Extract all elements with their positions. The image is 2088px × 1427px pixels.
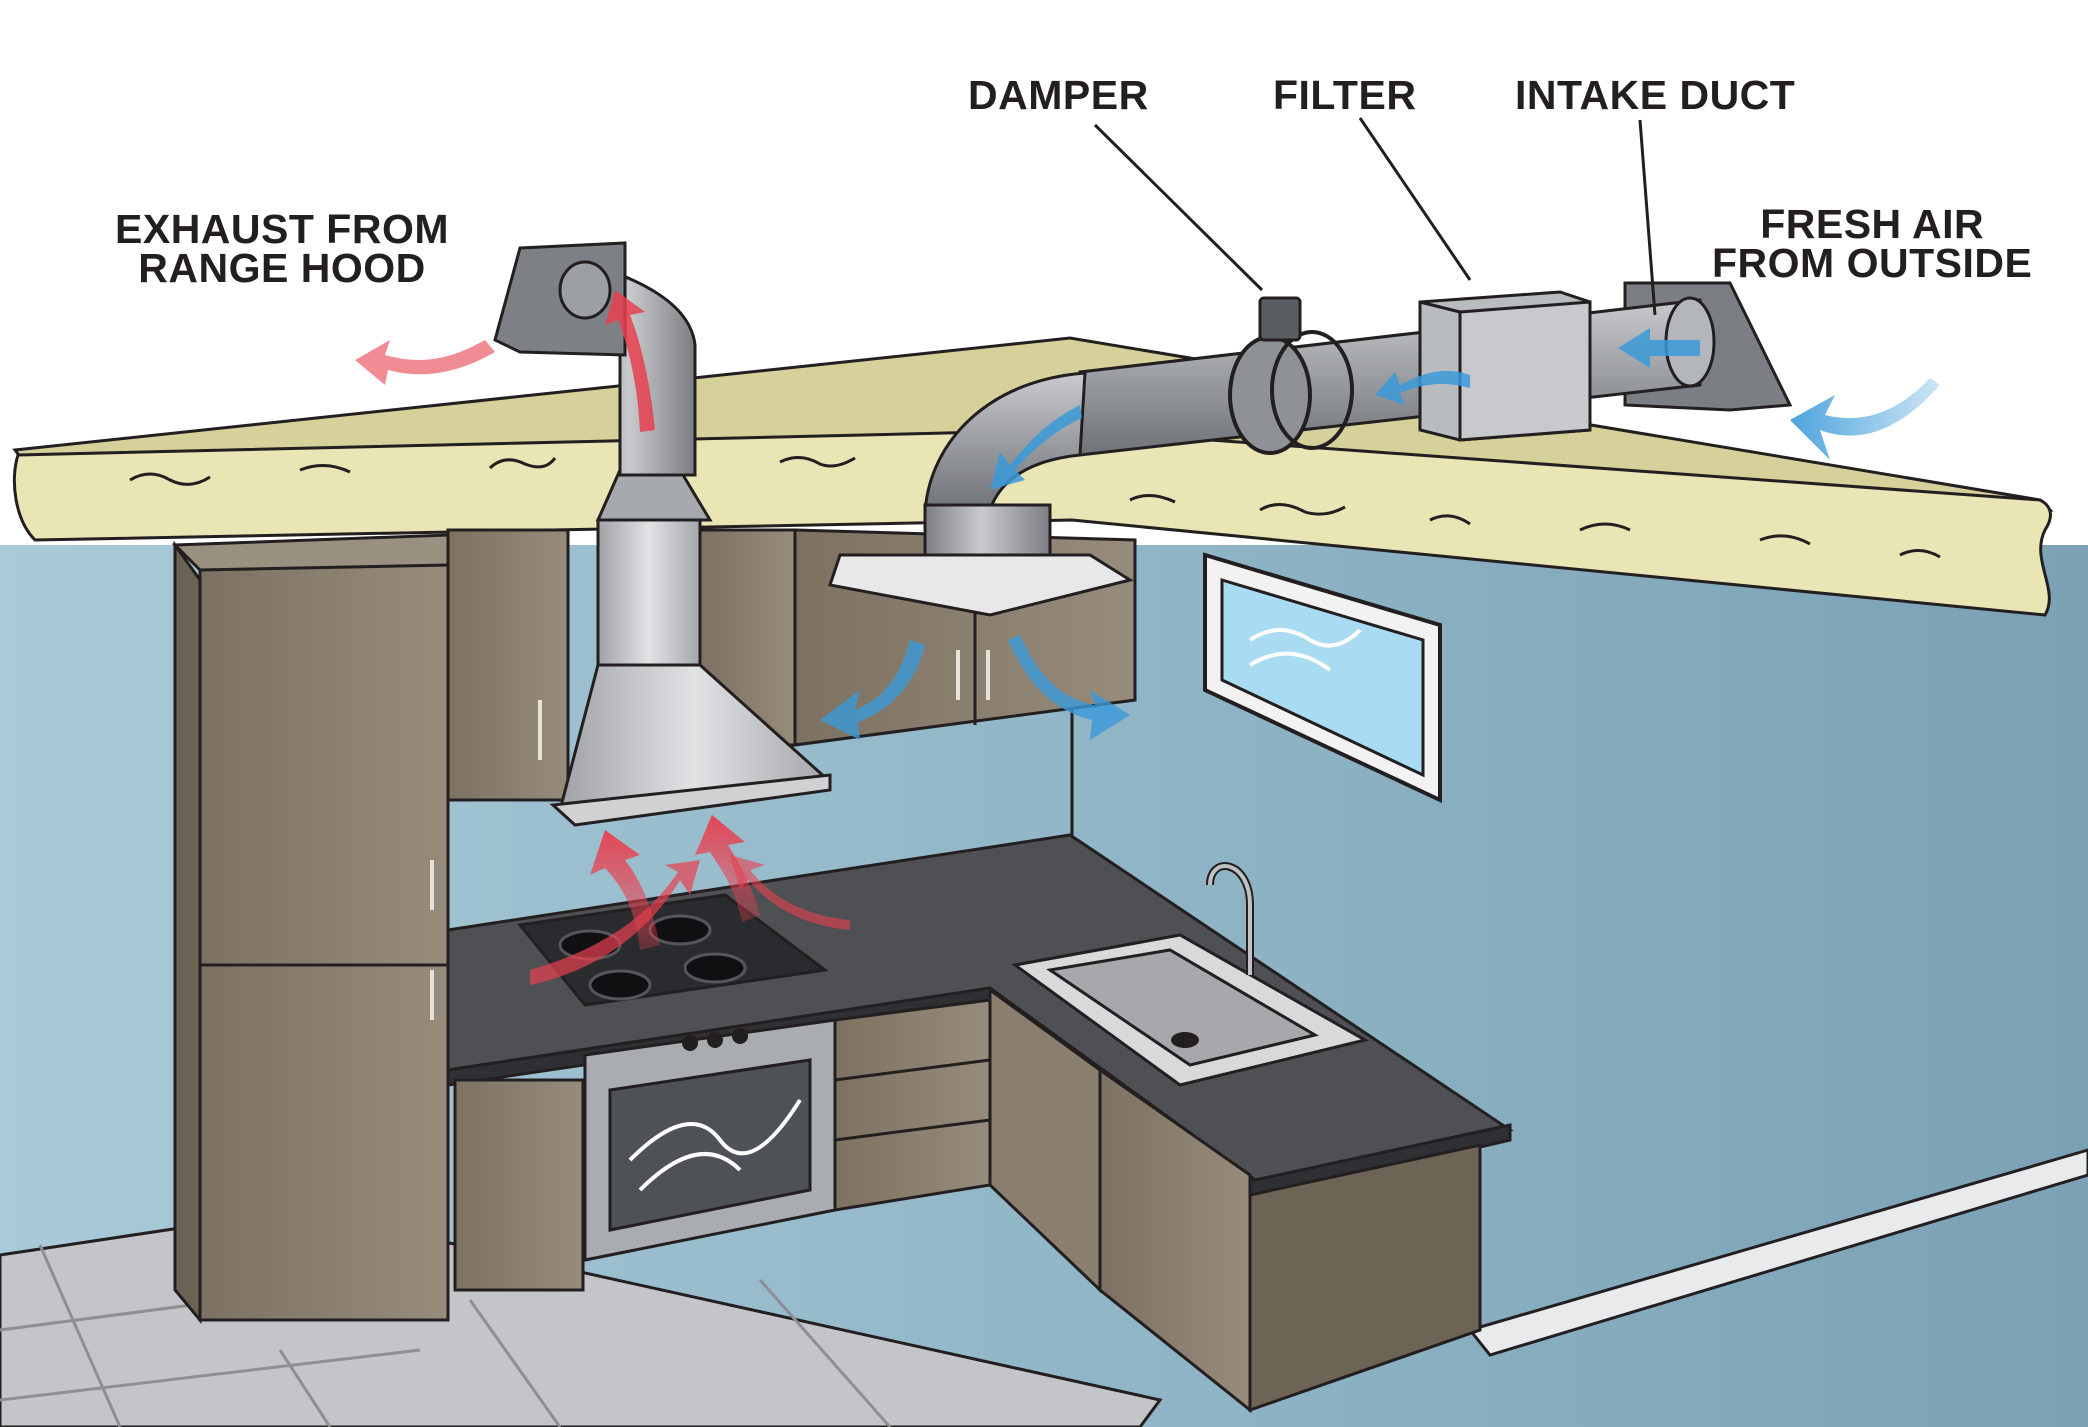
tall-cabinet-upper: [198, 563, 450, 967]
oven-reflection: [628, 1098, 802, 1192]
baseboard-right: [1467, 1148, 2088, 1357]
tall-cabinet-side: [173, 540, 202, 1325]
label-fresh-air-line1: FRESH AIR: [1760, 201, 1985, 247]
fresh-air-arrow-icon: [1375, 370, 1470, 405]
exhaust-duct-opening: [558, 260, 612, 320]
label-fresh-air: FRESH AIR FROM OUTSIDE: [1712, 201, 2033, 286]
joist-grain: [129, 456, 1941, 559]
label-exhaust-line1: EXHAUST FROM: [115, 206, 449, 252]
exhaust-arrow-icon: [605, 290, 655, 432]
exhaust-arrows: [355, 290, 850, 985]
range-hood-rim: [549, 773, 832, 827]
exhaust-arrow-icon: [730, 855, 850, 930]
fresh-air-arrow-icon: [1008, 635, 1130, 740]
exhaust-arrow-icon: [355, 340, 495, 385]
exhaust-arrow-icon: [530, 860, 700, 985]
label-exhaust-line2: RANGE HOOD: [138, 245, 426, 291]
fresh-air-arrow-icon: [1618, 328, 1700, 368]
window-reflection: [1248, 628, 1362, 672]
fresh-air-arrow-icon: [990, 405, 1082, 490]
fresh-air-arrow-icon: [820, 640, 925, 740]
ceiling-joist: [12, 428, 2052, 617]
filter-leader-line: [1358, 117, 1472, 281]
burner: [588, 969, 652, 1001]
range-hood-chimney: [596, 518, 702, 677]
label-fresh-air-line2: FROM OUTSIDE: [1712, 240, 2033, 286]
filter-box-face: [1458, 300, 1592, 442]
intake-duct-leader-line: [1638, 119, 1657, 316]
oven-window: [608, 1058, 812, 1232]
damper-leader-line: [1093, 123, 1264, 292]
sink-drain: [1171, 1032, 1199, 1048]
oven-knob: [707, 1032, 723, 1048]
tall-cabinet-top: [171, 533, 450, 572]
label-damper: DAMPER: [968, 72, 1149, 118]
burner: [648, 914, 712, 946]
oven-knob: [732, 1028, 748, 1044]
drawer-stack: [833, 998, 992, 1212]
label-intake-duct: INTAKE DUCT: [1515, 72, 1796, 118]
damper-icon: [1228, 335, 1312, 455]
oven-knob: [682, 1035, 698, 1051]
label-exhaust: EXHAUST FROM RANGE HOOD: [115, 206, 449, 291]
damper-actuator: [1258, 296, 1302, 342]
sink-basin: [1046, 948, 1319, 1067]
upper-cabinet-left: [446, 528, 570, 802]
burner: [683, 952, 747, 984]
exhaust-arrow-icon: [695, 815, 760, 922]
ceiling-diffuser: [828, 553, 1134, 617]
tall-cabinet-lower: [198, 963, 450, 1322]
lower-cabinet-left: [453, 1078, 585, 1292]
fresh-air-arrows: [820, 328, 1940, 740]
end-cabinet: [1248, 1143, 1482, 1413]
fresh-air-arrow-icon: [1790, 378, 1940, 460]
label-filter: FILTER: [1273, 72, 1417, 118]
damper-ring: [1270, 330, 1354, 450]
leader-lines: [1093, 117, 1657, 316]
